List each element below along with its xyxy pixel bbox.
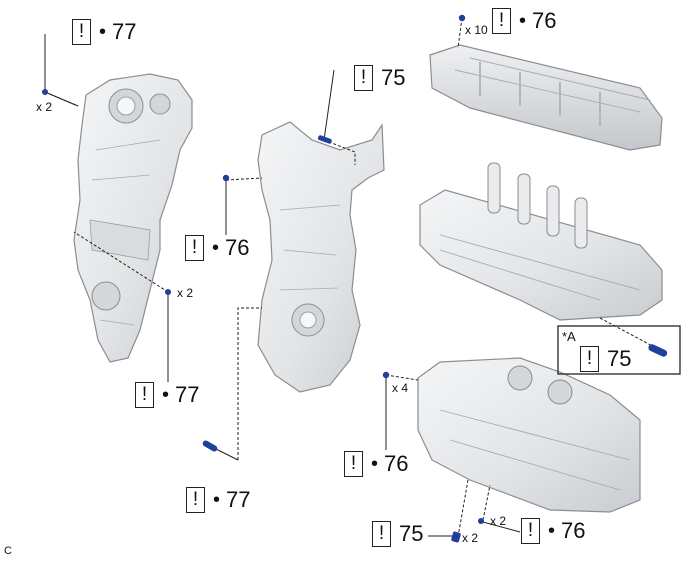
fastener-dot [165,289,171,295]
bullet: • [548,520,556,542]
timing-cover-left [73,73,193,363]
part-number: 77 [226,487,251,512]
bullet: • [371,453,379,475]
caution-mark: ! [344,451,363,477]
callout-76-bottom: ! • 76 [521,518,586,544]
fastener-bolt [202,440,218,452]
caution-mark: ! [72,19,91,45]
fasteners [42,14,668,543]
inset-frame [557,325,681,375]
callout-75-bottom: ! 75 [372,521,423,547]
part-number: 77 [175,382,200,407]
caution-mark: ! [135,382,154,408]
caution-mark: ! [186,487,205,513]
callout-75-inset: ! 75 [580,346,631,372]
quantity-label: x 2 [177,286,194,300]
caution-mark: ! [580,346,599,372]
caution-mark: ! [492,8,511,34]
fastener-bolt [451,531,461,543]
part-number: 77 [112,19,137,44]
bullet: • [213,489,221,511]
caution-mark: ! [354,65,373,91]
quantity-label: x 2 [36,100,53,114]
camshaft-housing [429,44,663,151]
part-number: 75 [607,346,632,371]
caution-mark: ! [521,518,540,544]
lower-case [417,357,641,513]
quantity-label: x 2 [462,531,479,545]
cylinder-head [419,162,663,321]
bullet: • [519,10,527,32]
fastener-dot [222,174,230,182]
figure-code: C [4,545,12,557]
fastener-bolt [648,344,668,357]
caution-mark: ! [372,521,391,547]
fastener-bolt [317,135,332,144]
fastener-dot [458,14,466,22]
callout-76-top-right: ! • 76 [492,8,557,34]
callout-77-bottom: ! • 77 [186,487,251,513]
fastener-dot [478,518,484,524]
fastener-dot [382,371,390,379]
callout-76-middle: ! • 76 [185,235,250,261]
part-number: 76 [561,518,586,543]
bullet: • [162,384,170,406]
timing-cover-middle [257,121,385,393]
part-number: 75 [381,65,406,90]
quantity-label: x 2 [490,514,507,528]
part-number: 76 [384,451,409,476]
part-number: 75 [399,521,424,546]
callout-75-middle-top: ! 75 [354,65,405,91]
quantity-label: x 4 [392,381,409,395]
bullet: • [212,237,220,259]
bullet: • [99,21,107,43]
inset-label: *A [562,329,576,344]
fastener-dot [42,89,48,95]
caution-mark: ! [185,235,204,261]
callout-77-left-lower: ! • 77 [135,382,200,408]
quantity-label: x 10 [465,23,488,37]
callout-77-top-left: ! • 77 [72,19,137,45]
callout-76-lower: ! • 76 [344,451,409,477]
part-number: 76 [532,8,557,33]
part-number: 76 [225,235,250,260]
